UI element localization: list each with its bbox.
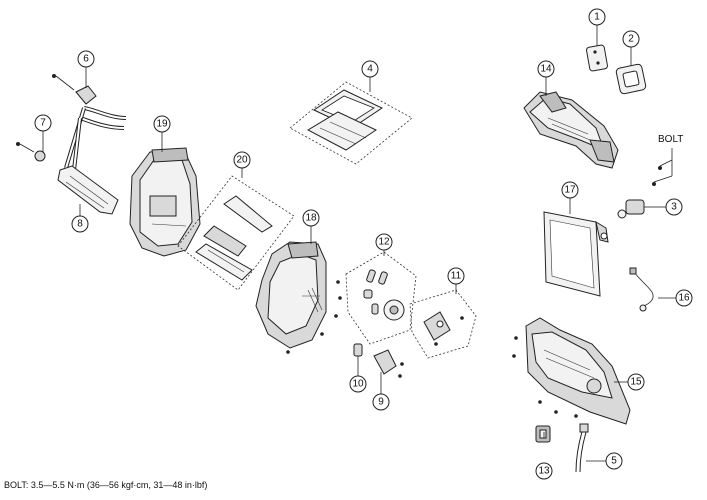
callout-11: 11: [447, 267, 465, 285]
callout-label: 19: [156, 119, 168, 130]
callout-16: 16: [675, 289, 693, 307]
part-9-motor: [373, 349, 404, 378]
part-15-lower-case: [512, 317, 631, 425]
part-12-actuator-set: [345, 251, 417, 345]
callout-12: 12: [375, 233, 393, 251]
callout-label: 17: [564, 185, 576, 196]
callout-label: 13: [538, 466, 550, 477]
callout-label: 15: [630, 377, 642, 388]
callout-17: 17: [561, 181, 579, 199]
callout-14: 14: [537, 60, 555, 78]
part-11-actuator: [409, 289, 477, 359]
part-5-drain-hose: [575, 423, 589, 473]
callout-label: 10: [352, 379, 364, 390]
part-2-gasket: [615, 63, 647, 95]
callout-19: 19: [153, 115, 171, 133]
callout-label: 7: [40, 118, 46, 129]
part-16-sensor: [629, 267, 654, 312]
part-4-filter-frame: [289, 81, 413, 165]
part-17-evaporator-core: [543, 211, 609, 297]
callout-7: 7: [34, 114, 52, 132]
callout-8: 8: [71, 215, 89, 233]
bolts-group: [652, 148, 673, 186]
callout-1: 1: [588, 8, 606, 26]
part-7-grommet: [16, 142, 46, 162]
part-8-heater-core: [57, 106, 127, 215]
part-3-component: [617, 199, 660, 219]
callout-5: 5: [605, 452, 623, 470]
callout-label: 18: [305, 213, 317, 224]
callout-label: 11: [451, 271, 462, 282]
callout-label: 2: [628, 34, 634, 45]
callout-4: 4: [361, 60, 379, 78]
part-19-heater-case: [129, 147, 201, 257]
callout-18: 18: [302, 209, 320, 227]
callout-label: 20: [236, 155, 248, 166]
callout-9: 9: [372, 393, 390, 411]
callout-label: 5: [611, 456, 617, 467]
callout-label: 14: [540, 64, 552, 75]
callout-13: 13: [535, 462, 553, 480]
leader-lines: [42, 25, 676, 462]
part-10-clip: [353, 343, 363, 362]
part-20-door-set: [177, 175, 295, 291]
callout-label: 6: [83, 54, 89, 65]
part-1-plate: [586, 44, 608, 72]
callout-10: 10: [349, 375, 367, 393]
callout-label: 16: [678, 293, 690, 304]
callout-6: 6: [77, 50, 95, 68]
callout-label: 12: [378, 237, 390, 248]
callout-2: 2: [622, 30, 640, 48]
callout-label: 3: [671, 202, 677, 213]
part-18-housing: [255, 241, 342, 354]
callout-label: 8: [77, 219, 83, 230]
callout-15: 15: [627, 373, 645, 391]
callout-label: 9: [378, 397, 384, 408]
part-14-upper-unit: [523, 91, 619, 169]
callout-label: 1: [594, 12, 600, 23]
part-6-bracket: [52, 74, 97, 105]
callout-20: 20: [233, 151, 251, 169]
callout-3: 3: [665, 198, 683, 216]
bolt-label: BOLT: [658, 134, 683, 145]
callout-label: 4: [367, 64, 373, 75]
torque-spec-note: BOLT: 3.5—5.5 N·m (36—56 kgf·cm, 31—48 i…: [4, 480, 208, 490]
part-13-block: [535, 425, 551, 443]
